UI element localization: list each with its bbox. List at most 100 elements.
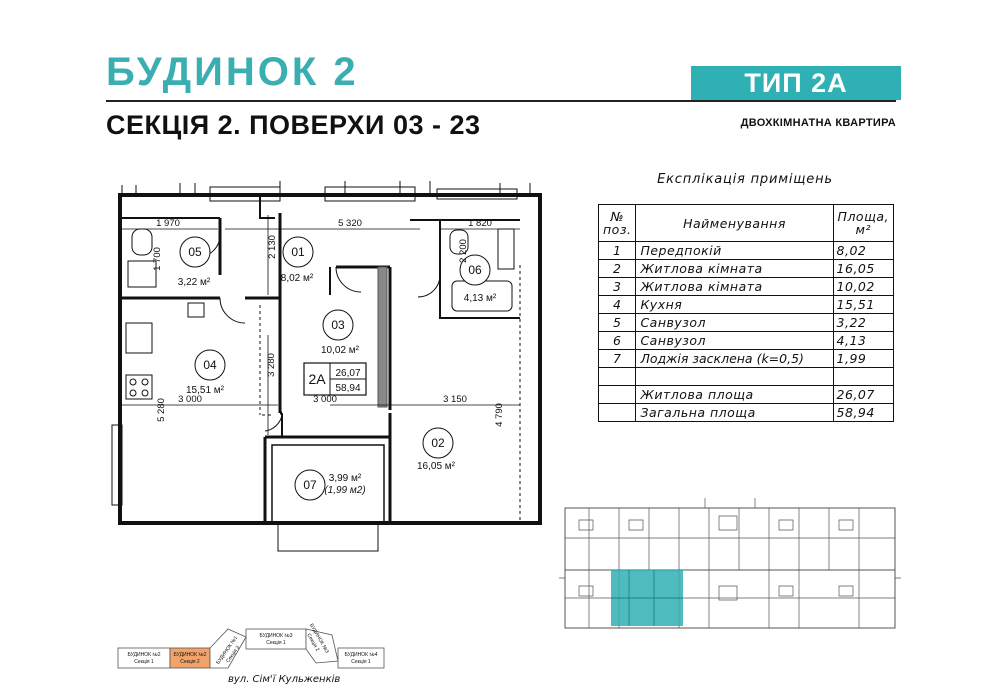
dim-1820: 1 820 — [468, 218, 492, 229]
room-area-05: 3,22 м² — [178, 277, 211, 288]
building-block — [305, 628, 339, 664]
row-name: Житлова кімната — [635, 277, 834, 296]
building-block — [209, 628, 247, 669]
row-name: Кухня — [635, 295, 834, 314]
building-label: БУДИНОК №3 — [259, 633, 292, 639]
room-code-03: 03 — [331, 318, 345, 332]
room-area-02: 16,05 м² — [417, 461, 456, 472]
building-title: БУДИНОК 2 — [106, 50, 359, 94]
dim-3000b: 3 000 — [313, 394, 337, 405]
section-label: Секція 1 — [351, 659, 371, 665]
building-label: БУДИНОК №2 — [127, 652, 160, 658]
dim-3150: 3 150 — [443, 394, 467, 405]
floor-key-plan — [559, 498, 901, 629]
row-name: Санвузол — [635, 331, 834, 350]
dim-5320: 5 320 — [338, 218, 362, 229]
building-label: БУДИНОК №2 — [173, 652, 206, 658]
toilet-05 — [131, 228, 153, 256]
total-area-label: Загальна площа — [635, 403, 834, 422]
building-block — [245, 628, 307, 650]
total-living-area: 26,07 — [832, 385, 895, 404]
room-area-04: 15,51 м² — [186, 385, 225, 396]
window-left — [111, 424, 123, 506]
kitchen-stove — [125, 374, 153, 400]
loggia — [271, 444, 385, 524]
row-num: 1 — [597, 241, 637, 260]
street-name: вул. Сім'ї Кульженків — [228, 674, 341, 685]
loggia-balcony — [277, 522, 379, 552]
window-top-2 — [324, 186, 416, 202]
dim-3280: 3 280 — [266, 353, 277, 377]
total-area-value: 58,94 — [832, 403, 895, 422]
apartment-type-badge: ТИП 2А — [691, 66, 901, 100]
explication-title: Експлікація приміщень — [657, 172, 833, 187]
dim-4790: 4 790 — [494, 403, 505, 427]
title-divider — [106, 100, 896, 102]
table-header-row: № поз. Найменування Площа, м² — [597, 204, 895, 242]
room-codes: 05 01 03 04 06 02 07 — [188, 245, 482, 492]
row-num: 3 — [597, 277, 637, 296]
header-name: Найменування — [635, 204, 834, 242]
room-code-04: 04 — [203, 358, 217, 372]
kitchen-sink — [125, 322, 153, 354]
key-plan-upper — [564, 507, 896, 571]
table-spacer-row — [597, 367, 895, 386]
window-top-1 — [209, 186, 281, 202]
row-name: Санвузол — [635, 313, 834, 332]
building-label: БУДИНОК №4 — [344, 652, 377, 658]
dim-3000a: 3 000 — [178, 394, 202, 405]
total-living-label: Житлова площа — [635, 385, 834, 404]
key-plan-lower — [564, 569, 896, 629]
apartment-label: 2А 26,07 58,94 — [308, 368, 361, 394]
dim-2130: 2 130 — [267, 235, 278, 259]
row-num: 5 — [597, 313, 637, 332]
header-num: № поз. — [597, 204, 637, 242]
row-num: 7 — [597, 349, 637, 368]
row-num: 2 — [597, 259, 637, 278]
room-code-06: 06 — [468, 263, 482, 277]
row-area: 4,13 — [832, 331, 895, 350]
window-top-3 — [436, 188, 518, 200]
room-code-01: 01 — [291, 245, 305, 259]
shower-05 — [127, 260, 157, 288]
apartment-description: ДВОХКІМНАТНА КВАРТИРА — [740, 117, 896, 129]
building-block — [117, 647, 171, 669]
column — [377, 266, 388, 408]
section-label: Секція 2 — [180, 659, 200, 665]
row-num: 4 — [597, 295, 637, 314]
dim-2200: 2 200 — [458, 239, 469, 263]
room-code-05: 05 — [188, 245, 202, 259]
wall-ticks — [121, 181, 531, 195]
room-area-07: 3,99 м² — [329, 473, 362, 484]
row-area: 15,51 — [832, 295, 895, 314]
apartment-total-area: 58,94 — [335, 383, 360, 394]
building-block — [337, 647, 385, 669]
section-label: Секція 1 — [266, 640, 286, 646]
room-area-03: 10,02 м² — [321, 345, 360, 356]
building-block-highlighted — [169, 647, 211, 669]
site-location-key: БУДИНОК №2 Секція 1 БУДИНОК №2 Секція 2 … — [117, 623, 385, 669]
plan-walls — [111, 181, 542, 552]
vent-box — [187, 302, 205, 318]
row-num: 6 — [597, 331, 637, 350]
room-markers — [179, 236, 491, 501]
room-area-07-alt: (1,99 м2) — [324, 485, 365, 496]
row-name: Передпокій — [635, 241, 834, 260]
room-code-07: 07 — [303, 478, 317, 492]
row-name: Лоджія засклена (k=0,5) — [635, 349, 834, 368]
row-area: 8,02 — [832, 241, 895, 260]
dim-1970: 1 970 — [156, 218, 180, 229]
floor-plan: 05 01 03 04 06 02 07 3,22 м² 8,02 м² 10,… — [111, 181, 542, 552]
row-area: 10,02 — [832, 277, 895, 296]
row-name: Житлова кімната — [635, 259, 834, 278]
